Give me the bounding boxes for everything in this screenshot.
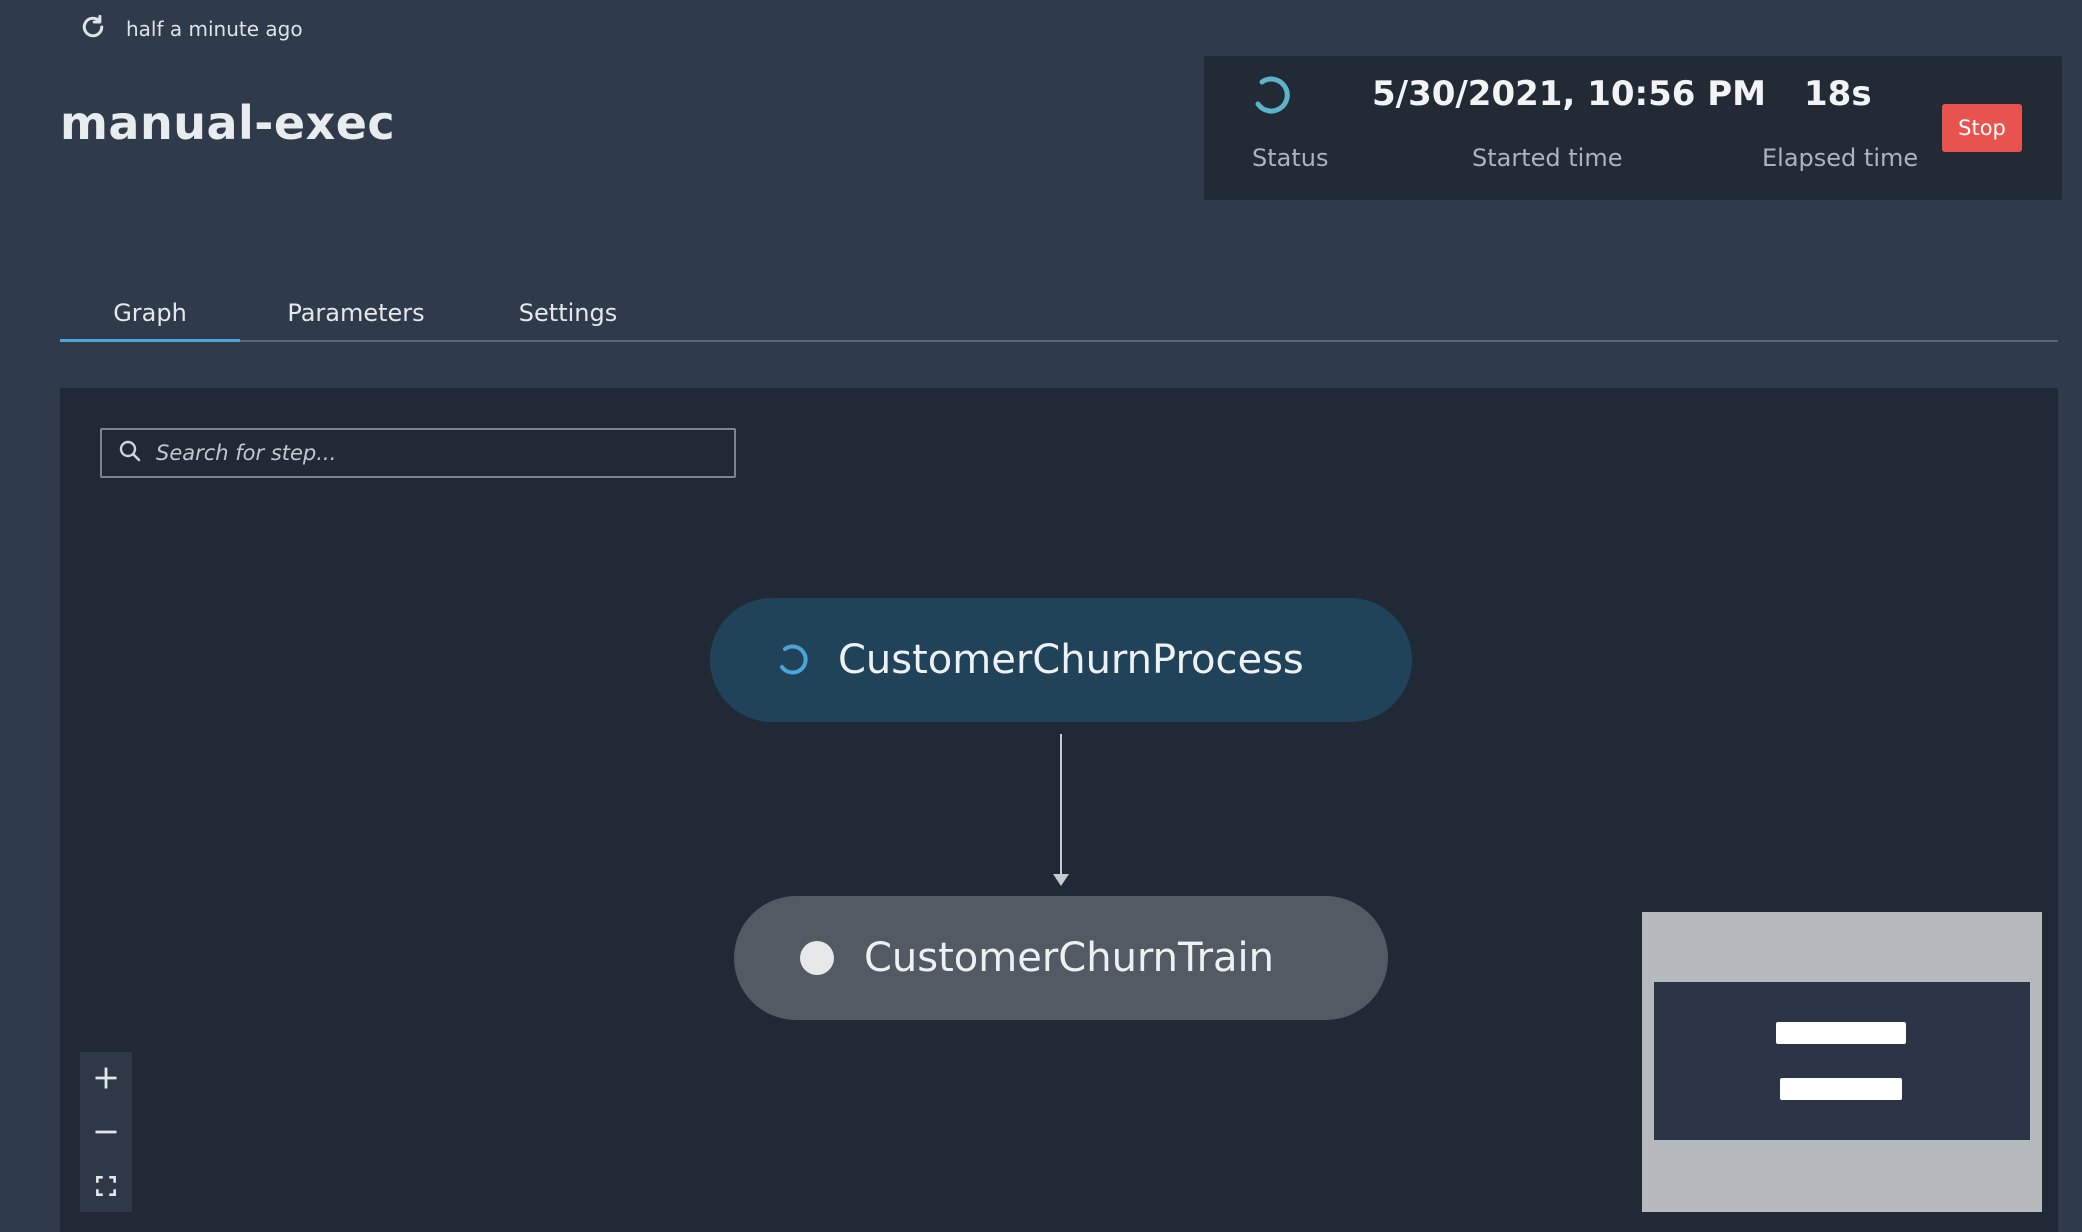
fit-view-icon[interactable] [80,1160,132,1212]
graph-canvas[interactable]: CustomerChurnProcess CustomerChurnTrain [60,388,2058,1232]
zoom-in-icon[interactable] [80,1052,132,1104]
refresh-icon[interactable] [78,12,108,46]
step-label: CustomerChurnTrain [864,935,1274,981]
minimap-node [1776,1022,1906,1044]
last-refresh: half a minute ago [78,12,303,46]
tab-graph[interactable]: Graph [60,286,240,342]
tab-bar: Graph Parameters Settings [60,286,2058,342]
tab-settings[interactable]: Settings [518,299,618,327]
step-node-customer-churn-process[interactable]: CustomerChurnProcess [710,598,1412,722]
zoom-out-icon[interactable] [80,1106,132,1158]
minimap-node [1780,1078,1902,1100]
tab-parameters[interactable]: Parameters [287,299,425,327]
search-icon [118,439,142,467]
page-title: manual-exec [60,96,396,150]
elapsed-time-label: Elapsed time [1762,144,1919,172]
started-time-label: Started time [1472,144,1623,172]
execution-status-panel: Status 5/30/2021, 10:56 PM Started time … [1204,56,2062,200]
step-node-customer-churn-train[interactable]: CustomerChurnTrain [734,896,1388,1020]
elapsed-time-value: 18s [1804,74,1872,114]
edge-arrow [1053,734,1069,886]
refresh-timestamp: half a minute ago [126,17,303,41]
spinner-icon [776,642,812,678]
started-time-value: 5/30/2021, 10:56 PM [1372,74,1767,114]
minimap-viewport[interactable] [1654,982,2030,1140]
status-spinner-icon [1250,74,1294,118]
zoom-controls [80,1052,132,1212]
status-label: Status [1252,144,1329,172]
step-search[interactable] [100,428,736,478]
stop-button[interactable]: Stop [1942,104,2022,152]
search-input[interactable] [154,440,718,466]
graph-minimap[interactable] [1642,912,2042,1212]
step-label: CustomerChurnProcess [838,637,1304,683]
pending-status-icon [800,941,834,975]
